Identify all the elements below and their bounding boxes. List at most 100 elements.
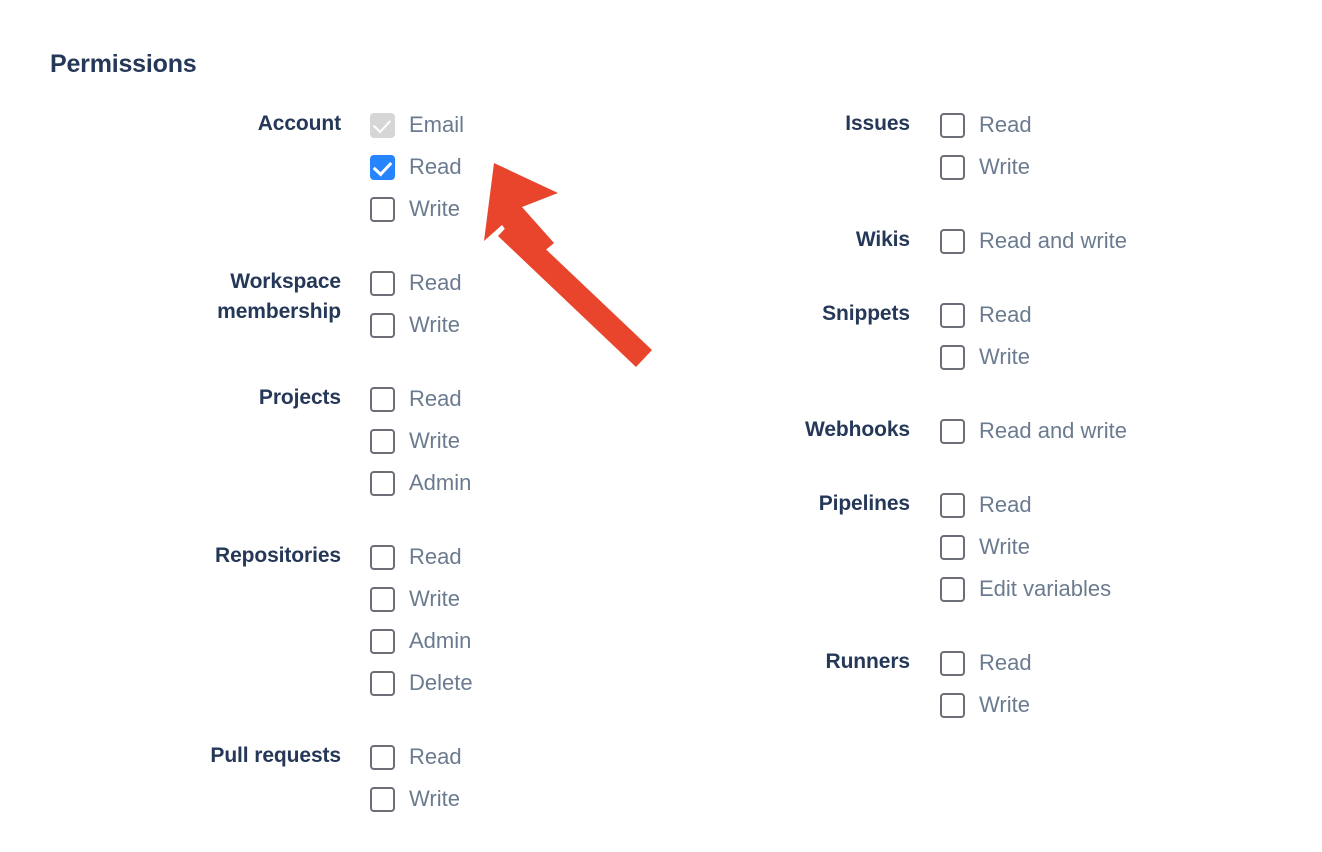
permission-option-label[interactable]: Write [979,692,1030,717]
permission-option-row[interactable]: Delete [370,662,473,704]
permission-option-row[interactable]: Write [940,526,1111,568]
permission-option-list: Read and write [940,410,1127,452]
permission-group-label: Snippets [822,302,910,325]
permission-option-row[interactable]: Read [940,104,1032,146]
permission-option-label[interactable]: Read and write [979,418,1127,443]
permission-option-row[interactable]: Write [370,578,473,620]
permission-option-label[interactable]: Write [409,196,460,221]
permission-option-row[interactable]: Read [370,378,471,420]
permission-group-label: Workspace membership [217,270,341,323]
permission-group-label: Pull requests [210,744,341,767]
permission-option-row[interactable]: Read [370,146,464,188]
checkbox-unchecked-icon[interactable] [370,196,395,222]
permission-option-row[interactable]: Email [370,104,464,146]
checkbox-unchecked-icon[interactable] [370,312,395,338]
checkbox-checked-icon[interactable] [370,154,395,180]
permission-group-label: Repositories [215,544,341,567]
checkbox-unchecked-icon[interactable] [940,650,965,676]
permission-option-row[interactable]: Read [370,262,462,304]
permission-option-row[interactable]: Read [370,736,462,778]
checkbox-unchecked-icon[interactable] [940,302,965,328]
permission-option-label[interactable]: Read [979,112,1032,137]
permission-option-row[interactable]: Admin [370,620,473,662]
permission-option-row[interactable]: Write [940,146,1032,188]
permission-option-label[interactable]: Delete [409,670,473,695]
checkbox-unchecked-icon[interactable] [940,112,965,138]
permission-option-label[interactable]: Read [979,492,1032,517]
permission-option-row[interactable]: Write [370,420,471,462]
checkbox-unchecked-icon[interactable] [370,544,395,570]
permission-group-label: Webhooks [805,418,910,441]
checkbox-unchecked-icon[interactable] [370,386,395,412]
permission-option-row[interactable]: Read [370,536,473,578]
checkbox-unchecked-icon[interactable] [370,744,395,770]
checkbox-unchecked-icon[interactable] [940,344,965,370]
check-icon [372,114,392,133]
checkbox-unchecked-icon[interactable] [370,670,395,696]
checkbox-unchecked-icon[interactable] [940,418,965,444]
permission-option-row[interactable]: Edit variables [940,568,1111,610]
permission-option-label[interactable]: Read [409,154,462,179]
permission-option-row[interactable]: Read and write [940,410,1127,452]
permission-option-label[interactable]: Write [409,786,460,811]
permission-option-row[interactable]: Read [940,484,1111,526]
permission-option-row[interactable]: Write [370,778,462,820]
permission-option-label[interactable]: Read [409,544,462,569]
permission-option-row[interactable]: Read and write [940,220,1127,262]
checkbox-unchecked-icon[interactable] [940,154,965,180]
permission-option-label[interactable]: Read [409,386,462,411]
permission-group-label: Wikis [855,228,910,251]
permission-option-label[interactable]: Admin [409,470,472,495]
checkbox-unchecked-icon[interactable] [370,470,395,496]
permission-option-row[interactable]: Read [940,294,1032,336]
permission-group-label: Pipelines [818,492,910,515]
permission-option-row[interactable]: Admin [370,462,471,504]
permission-group-label: Account [257,112,341,135]
permission-option-row[interactable]: Read [940,642,1032,684]
checkbox-unchecked-icon[interactable] [940,492,965,518]
permission-option-row[interactable]: Write [940,336,1032,378]
permission-option-label[interactable]: Admin [409,628,472,653]
permission-option-row[interactable]: Write [940,684,1032,726]
permission-option-label[interactable]: Write [979,344,1030,369]
checkbox-disabled-icon [370,112,395,138]
permission-option-row[interactable]: Write [370,304,462,346]
permission-option-label[interactable]: Write [979,534,1030,559]
checkbox-unchecked-icon[interactable] [370,270,395,296]
permission-option-label[interactable]: Read [979,302,1032,327]
permission-option-label[interactable]: Read [409,744,462,769]
permission-option-label[interactable]: Write [979,154,1030,179]
checkbox-unchecked-icon[interactable] [940,692,965,718]
permission-option-row[interactable]: Write [370,188,464,230]
permission-option-label[interactable]: Edit variables [979,576,1112,601]
checkbox-unchecked-icon[interactable] [370,628,395,654]
checkbox-unchecked-icon[interactable] [370,428,395,454]
permission-option-label[interactable]: Read and write [979,228,1127,253]
permission-option-label[interactable]: Email [409,112,465,137]
checkbox-unchecked-icon[interactable] [940,228,965,254]
checkbox-unchecked-icon[interactable] [370,586,395,612]
checkbox-unchecked-icon[interactable] [370,786,395,812]
page-title: Permissions [50,50,197,78]
permission-option-label[interactable]: Read [409,270,462,295]
permission-option-label[interactable]: Write [409,428,460,453]
permission-option-label[interactable]: Read [979,650,1032,675]
check-icon [372,156,393,176]
checkbox-unchecked-icon[interactable] [940,576,965,602]
permission-option-label[interactable]: Write [409,586,460,611]
checkbox-unchecked-icon[interactable] [940,534,965,560]
permission-group-label: Runners [825,650,911,673]
permission-option-label[interactable]: Write [409,312,460,337]
